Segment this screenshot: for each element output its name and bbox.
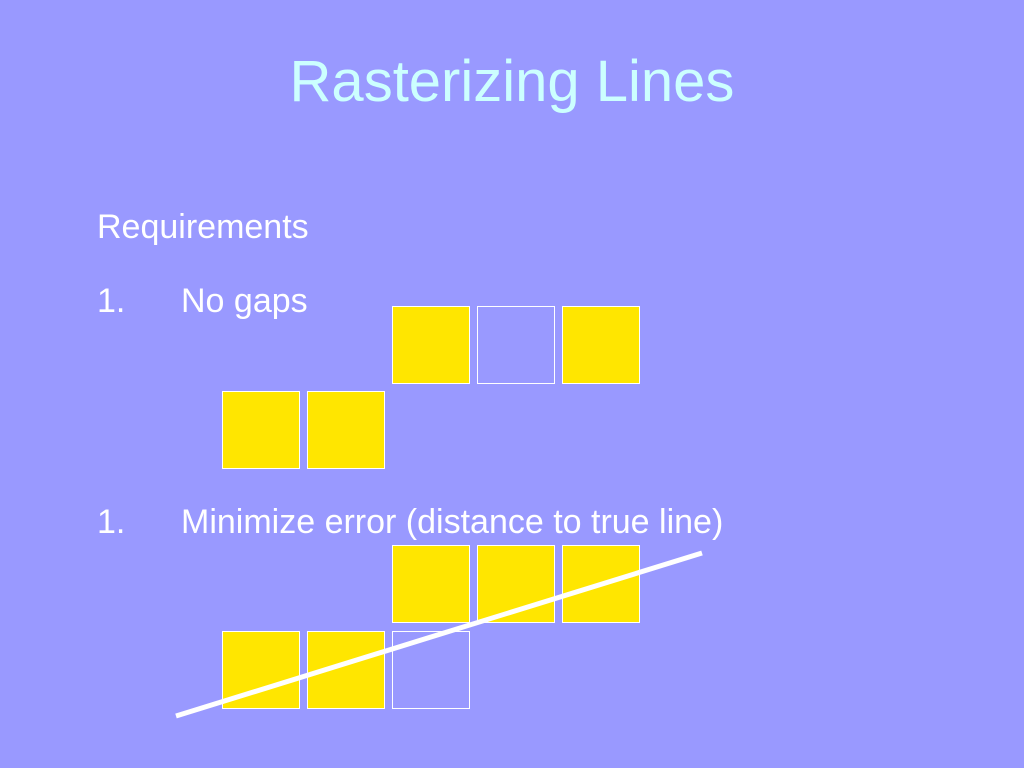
requirements-heading: Requirements [97, 208, 309, 246]
pixel-cell-gap [477, 306, 555, 384]
item-text: Minimize error (distance to true line) [181, 503, 724, 541]
pixel-cell-filled [222, 391, 300, 469]
requirement-item-minimize-error: 1. Minimize error (distance to true line) [97, 501, 723, 543]
slide-title: Rasterizing Lines [289, 49, 735, 114]
pixel-cell-filled [392, 545, 470, 623]
item-number: 1. [97, 503, 126, 541]
pixel-cell-empty [392, 631, 470, 709]
pixel-cell-filled [392, 306, 470, 384]
item-text: No gaps [181, 282, 308, 320]
requirement-item-no-gaps: 1. No gaps [97, 280, 308, 322]
pixel-cell-filled [562, 306, 640, 384]
true-line [175, 550, 703, 719]
pixel-cell-filled [307, 391, 385, 469]
item-number: 1. [97, 282, 126, 320]
